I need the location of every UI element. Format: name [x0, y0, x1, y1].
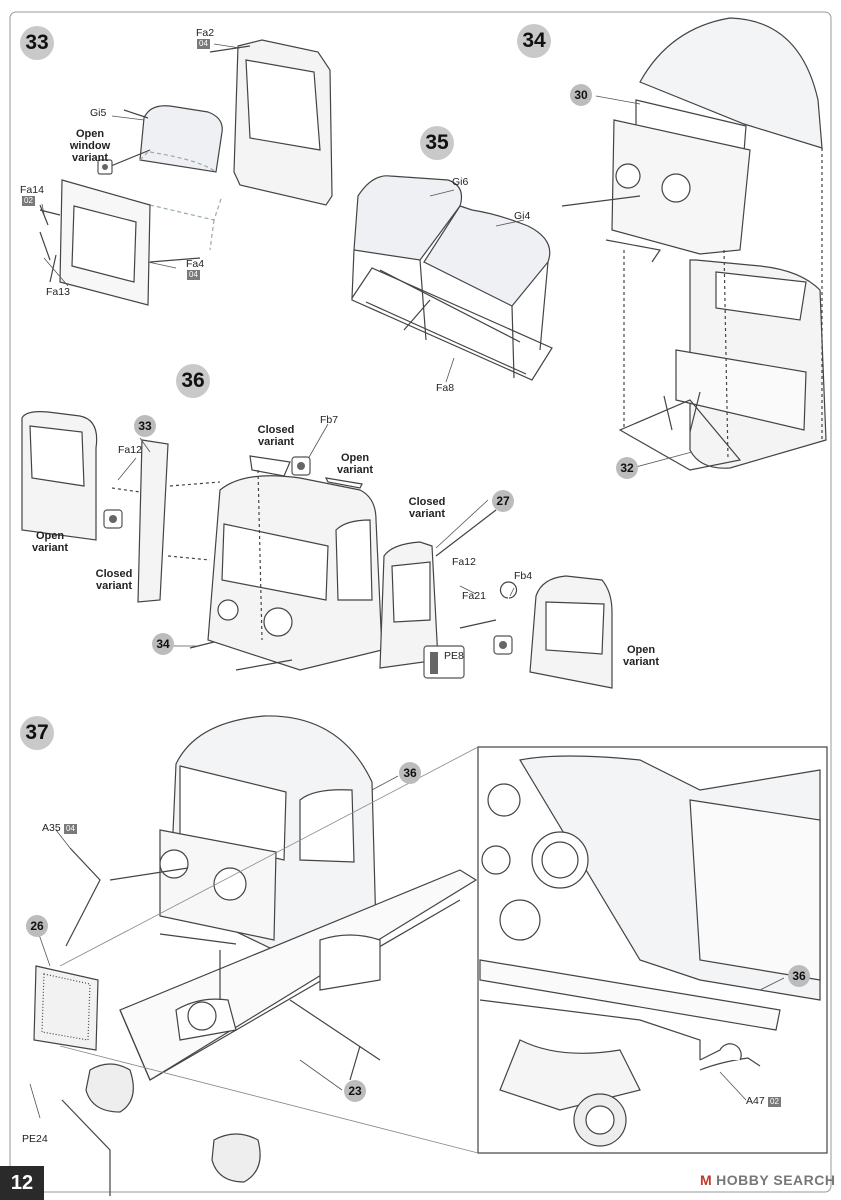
caption-open-window-variant: Open window variant	[69, 128, 111, 164]
part-pe8: PE8	[444, 650, 464, 662]
callout-36-cab: 36	[399, 762, 421, 784]
part-pe24: PE24	[22, 1133, 48, 1145]
step34-cab-body	[561, 17, 827, 471]
callout-36-inset: 36	[788, 965, 810, 987]
caption-closed-variant-left: Closed variant	[95, 568, 133, 592]
callout-30: 30	[570, 84, 592, 106]
part-fa12-left: Fa12	[118, 444, 142, 456]
step37-cab-on-chassis	[33, 715, 478, 1196]
sprue-fa4: 04	[187, 270, 200, 280]
caption-closed-variant-right: Closed variant	[408, 496, 446, 520]
part-fa14: Fa14	[20, 184, 44, 196]
part-gi5: Gi5	[90, 107, 107, 119]
step33-cab-panel	[39, 39, 333, 306]
step-35-badge: 35	[420, 126, 454, 160]
part-a47: A47	[746, 1095, 765, 1107]
watermark-logo-icon: M	[700, 1172, 713, 1188]
part-gi6: Gi6	[452, 176, 469, 188]
callout-26: 26	[26, 915, 48, 937]
step36-cab-assembly	[21, 411, 613, 689]
part-fb4: Fb4	[514, 570, 533, 582]
caption-open-variant-left: Open variant	[31, 530, 69, 554]
caption-open-variant-right: Open variant	[622, 644, 660, 668]
sprue-fa14: 02	[22, 196, 35, 206]
part-fa2: Fa2	[196, 27, 215, 39]
callout-32: 32	[616, 457, 638, 479]
callout-27: 27	[492, 490, 514, 512]
step35-seat-frame	[351, 175, 553, 381]
part-fa12-right: Fa12	[452, 556, 476, 568]
step-34-badge: 34	[517, 24, 551, 58]
step-36-badge: 36	[176, 364, 210, 398]
part-fa4: Fa4	[186, 258, 205, 270]
part-gi4: Gi4	[514, 210, 531, 222]
sprue-fa2: 04	[197, 39, 210, 49]
callout-34: 34	[152, 633, 174, 655]
caption-open-variant-top: Open variant	[336, 452, 374, 476]
part-fa13: Fa13	[46, 286, 70, 298]
step-37-badge: 37	[20, 716, 54, 750]
page-number: 12	[0, 1166, 44, 1200]
part-fb7: Fb7	[320, 414, 339, 426]
caption-closed-variant-top: Closed variant	[257, 424, 295, 448]
callout-23: 23	[344, 1080, 366, 1102]
part-fa8: Fa8	[436, 382, 455, 394]
step-33-badge: 33	[20, 26, 54, 60]
callout-33: 33	[134, 415, 156, 437]
part-fa21: Fa21	[462, 590, 486, 602]
sprue-a35: 04	[64, 824, 77, 834]
sprue-a47: 02	[768, 1097, 781, 1107]
part-a35: A35	[42, 822, 61, 834]
step37-detail-inset	[59, 746, 828, 1154]
watermark-text: HOBBY SEARCH	[716, 1172, 836, 1188]
